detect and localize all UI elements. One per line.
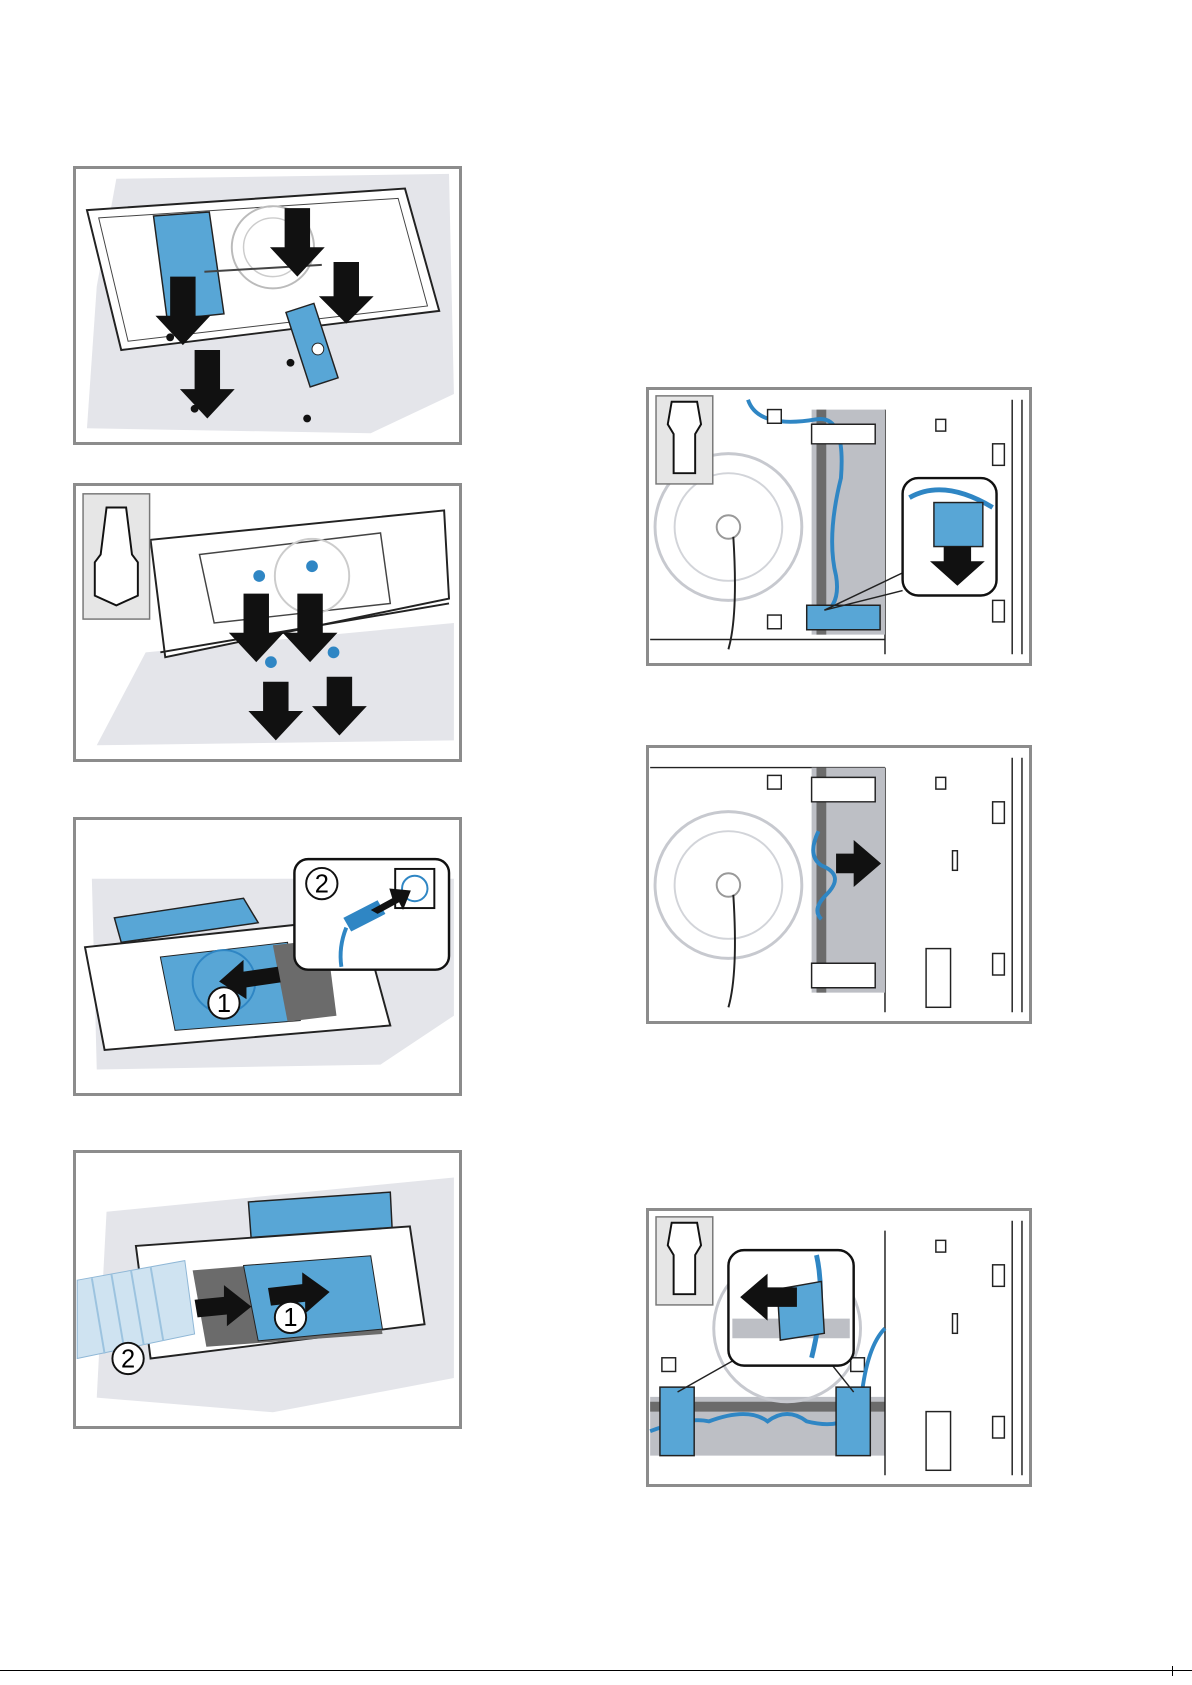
figure-refit-cable-clip — [646, 1208, 1032, 1487]
step-2-label: 2 — [121, 1345, 135, 1373]
footer-rule — [0, 1670, 1192, 1671]
figure-slide-filter-and-duct: 1 2 — [73, 1150, 462, 1429]
step-1-label: 1 — [217, 990, 231, 1018]
torx-bit-icon — [83, 494, 150, 619]
figure-route-cable — [646, 745, 1032, 1024]
figure-remove-cable-clip — [646, 387, 1032, 666]
illustration-remove-cable-clip — [649, 390, 1029, 663]
illustration-refit-cable-clip — [649, 1211, 1029, 1484]
torx-bit-icon — [656, 1217, 713, 1305]
illustration-remove-cover-screws — [76, 169, 459, 442]
figure-remove-cover-screws — [73, 166, 462, 445]
step-2-label: 2 — [315, 870, 329, 898]
figure-remove-panel-screws — [73, 483, 462, 762]
step-1-label: 1 — [283, 1304, 297, 1332]
illustration-remove-panel-screws — [76, 486, 459, 759]
plug-socket-icon: 2 — [294, 859, 449, 970]
step-1-marker: 1 — [275, 1302, 306, 1333]
torx-bit-icon — [656, 396, 713, 484]
illustration-route-cable — [649, 748, 1029, 1021]
footer-tick — [1172, 1666, 1173, 1676]
illustration-slide-in-and-plug: 1 2 — [76, 820, 459, 1093]
figure-slide-in-and-plug: 1 2 — [73, 817, 462, 1096]
step-2-marker: 2 — [112, 1343, 143, 1374]
illustration-slide-filter-and-duct: 1 2 — [76, 1153, 459, 1426]
step-1-marker: 1 — [208, 987, 239, 1018]
